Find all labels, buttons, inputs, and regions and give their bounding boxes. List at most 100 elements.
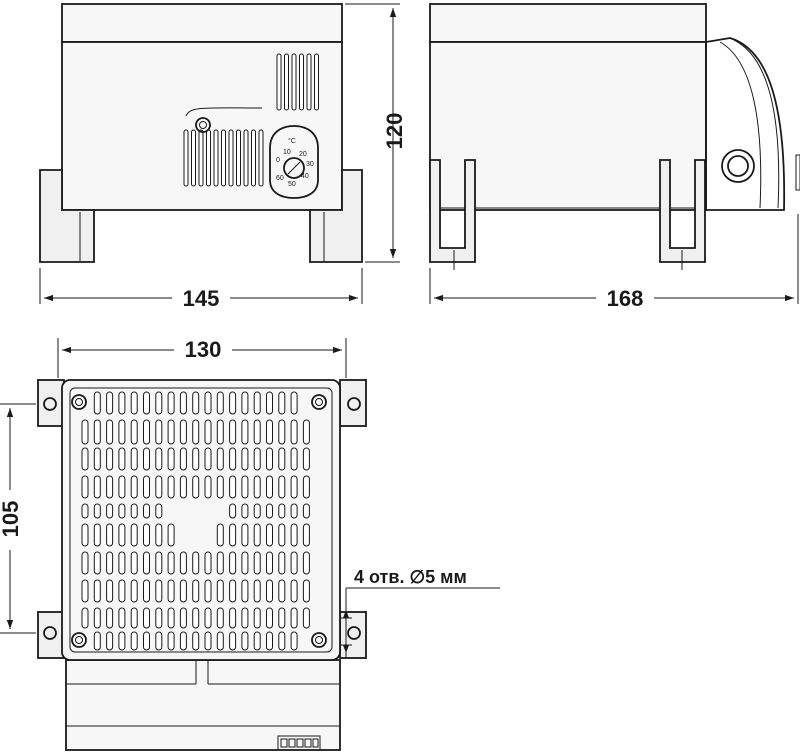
mount-lug-top-left bbox=[37, 379, 65, 427]
vent-slot bbox=[258, 129, 264, 187]
vent-slot bbox=[130, 631, 138, 651]
vent-slot bbox=[167, 579, 175, 603]
top-grille-slots bbox=[81, 391, 310, 651]
vent-slot bbox=[204, 419, 212, 445]
vent-slot bbox=[266, 419, 273, 445]
vent-slot bbox=[241, 631, 249, 651]
vent-slot bbox=[290, 607, 298, 629]
vent-slot bbox=[204, 579, 212, 603]
vent-slot bbox=[106, 419, 114, 445]
vent-slot bbox=[183, 129, 189, 187]
vent-slot bbox=[81, 475, 89, 499]
height-dimension-label: 120 bbox=[382, 113, 407, 150]
vent-slot bbox=[106, 631, 114, 651]
front-lower-vent bbox=[183, 129, 264, 187]
vent-slot bbox=[243, 129, 249, 187]
vent-slot bbox=[229, 631, 237, 651]
vent-slot bbox=[93, 391, 101, 415]
vent-slot bbox=[143, 391, 150, 415]
vent-slot bbox=[291, 53, 297, 111]
vent-slot bbox=[216, 607, 224, 629]
grille-screw-top-right bbox=[311, 394, 327, 410]
vent-slot bbox=[118, 551, 126, 575]
vent-slot bbox=[266, 551, 273, 575]
vent-slot bbox=[130, 391, 138, 415]
thermostat-knob: °C 0 10 20 30 40 50 60 bbox=[269, 125, 319, 199]
vent-slot bbox=[118, 447, 126, 471]
vent-slot bbox=[143, 503, 150, 519]
vent-slot bbox=[229, 419, 237, 445]
vent-slot bbox=[118, 391, 126, 415]
vent-slot bbox=[278, 475, 286, 499]
vent-slot bbox=[229, 607, 237, 629]
vent-slot bbox=[228, 129, 234, 187]
vent-slot bbox=[167, 419, 175, 445]
top-fan-housing bbox=[65, 659, 341, 751]
vent-slot bbox=[179, 579, 187, 603]
mount-lug-bottom-left bbox=[37, 611, 65, 659]
vent-slot bbox=[130, 419, 138, 445]
side-knob bbox=[721, 149, 755, 183]
vent-slot bbox=[204, 391, 212, 415]
mount-lug-bottom-right bbox=[339, 611, 367, 659]
vent-slot bbox=[266, 475, 273, 499]
vent-slot bbox=[278, 579, 286, 603]
vent-slot bbox=[266, 607, 273, 629]
vent-slot bbox=[229, 579, 237, 603]
vent-slot bbox=[130, 447, 138, 471]
vent-slot bbox=[130, 503, 138, 519]
vent-slot bbox=[241, 579, 249, 603]
vent-slot bbox=[143, 447, 150, 471]
vent-slot bbox=[302, 579, 310, 603]
vent-slot bbox=[253, 391, 261, 415]
vent-slot bbox=[130, 475, 138, 499]
mount-hole-bottom-right bbox=[347, 626, 361, 640]
vent-slot bbox=[229, 391, 237, 415]
vent-slot bbox=[278, 391, 286, 415]
vent-slot bbox=[253, 475, 261, 499]
vent-slot bbox=[241, 475, 249, 499]
front-top-cover bbox=[61, 3, 343, 43]
front-screw bbox=[195, 117, 211, 133]
vent-slot bbox=[302, 523, 310, 547]
vent-slot bbox=[253, 551, 261, 575]
vent-slot bbox=[216, 475, 224, 499]
vent-slot bbox=[167, 551, 175, 575]
vent-slot bbox=[266, 447, 273, 471]
vent-slot bbox=[192, 607, 200, 629]
vent-slot bbox=[179, 551, 187, 575]
vent-slot bbox=[106, 523, 114, 547]
front-upper-vent bbox=[276, 53, 319, 111]
mount-hole-bottom-left bbox=[43, 626, 57, 640]
vent-slot bbox=[155, 419, 163, 445]
vent-slot bbox=[118, 419, 126, 445]
vent-slot bbox=[130, 523, 138, 547]
vent-slot bbox=[290, 551, 298, 575]
vent-slot bbox=[206, 129, 211, 187]
grille-screw-bottom-left bbox=[71, 632, 87, 648]
front-right-foot bbox=[309, 169, 363, 263]
vent-slot bbox=[266, 631, 273, 651]
vent-slot bbox=[143, 523, 150, 547]
vent-slot bbox=[130, 607, 138, 629]
vent-slot bbox=[241, 551, 249, 575]
vent-slot bbox=[81, 607, 89, 629]
vent-slot bbox=[192, 447, 200, 471]
vent-slot bbox=[204, 551, 212, 575]
vent-slot bbox=[118, 475, 126, 499]
thermostat-scale-6: 60 bbox=[276, 175, 284, 182]
vent-slot bbox=[253, 607, 261, 629]
vent-slot bbox=[155, 579, 163, 603]
vent-slot bbox=[93, 503, 101, 519]
vent-slot bbox=[290, 631, 298, 651]
vent-slot bbox=[167, 475, 175, 499]
thermostat-unit: °C bbox=[288, 137, 296, 145]
vent-slot bbox=[241, 391, 249, 415]
vent-slot bbox=[216, 631, 224, 651]
vent-slot bbox=[278, 523, 286, 547]
mount-hole-top-right bbox=[347, 397, 361, 411]
vent-slot bbox=[276, 53, 282, 111]
vent-slot bbox=[106, 503, 114, 519]
vent-slot bbox=[278, 551, 286, 575]
vent-slot bbox=[278, 447, 286, 471]
